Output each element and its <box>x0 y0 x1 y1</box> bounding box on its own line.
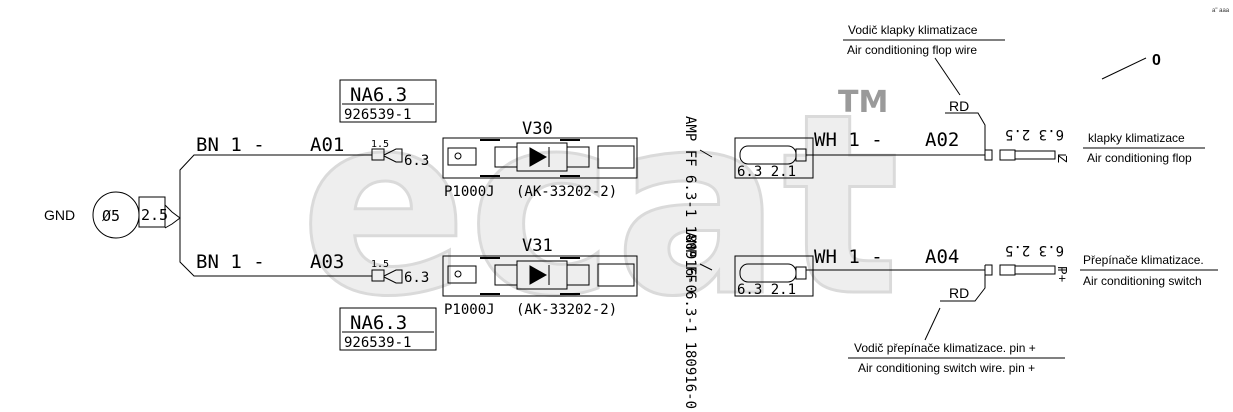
housing-box-bottom <box>339 307 437 351</box>
callout-bottom-en: Air conditioning switch wire. pin + <box>858 361 1035 375</box>
connector-right-top <box>734 137 814 179</box>
amp-label-bottom: AMP FF 6.3-1 180916-0 <box>682 232 698 409</box>
ground-size: 2.5 <box>141 206 168 224</box>
gauge-bottom: 1.5 <box>371 259 389 270</box>
ground-crimp <box>138 196 166 228</box>
right-terminal-bottom: 6.3 2.1 <box>737 282 796 298</box>
housing-label-top: NA6.3 <box>350 84 407 106</box>
connector-right-bottom <box>734 255 814 297</box>
wire-color-bottom: RD <box>949 285 969 301</box>
desc-en-bottom: Air conditioning switch <box>1083 274 1202 288</box>
desc-cz-bottom: Přepínače klimatizace. <box>1083 253 1204 267</box>
part-label-top: P1000J <box>444 184 495 200</box>
corner-mark: a" aaa <box>1212 8 1230 14</box>
terminal-size-top: 6.3 <box>404 153 429 169</box>
page-number-leader <box>1101 57 1147 80</box>
out-pin-letter-bottom: P+ <box>1055 266 1070 282</box>
callout-top-en: Air conditioning flop wire <box>847 43 977 57</box>
leader-top <box>934 57 961 96</box>
watermark-tm: TM <box>838 85 888 120</box>
housing-pn-top: 926539-1 <box>344 107 411 123</box>
housing-box-top <box>339 79 437 123</box>
housing-label-bottom: NA6.3 <box>350 312 407 334</box>
wire-lower <box>179 218 340 277</box>
wire-color-top: RD <box>949 98 969 114</box>
pin-label-a01: A01 <box>310 134 344 156</box>
callout-top-cz: Vodič klapky klimatizace <box>848 23 978 37</box>
out-pin-letter-top: Z <box>1055 155 1070 163</box>
out-wire-bottom: WH 1 - <box>814 246 883 268</box>
amp-label-top: AMP FF 6.3-1 180916-0 <box>682 116 698 293</box>
leader-bottom <box>924 307 941 341</box>
diode-label-v30: V30 <box>522 119 553 139</box>
diode-label-v31: V31 <box>522 236 553 256</box>
watermark-text: ecat <box>300 60 900 351</box>
pin-label-a03: A03 <box>310 251 344 273</box>
right-terminal-top: 6.3 2.1 <box>737 164 796 180</box>
ground-label: GND <box>44 207 75 223</box>
wire-label-top: BN 1 - <box>196 134 265 156</box>
desc-en-top: Air conditioning flop <box>1087 151 1192 165</box>
callout-bottom-cz: Vodič přepínače klimatizace. pin + <box>854 341 1036 355</box>
page-number: 0 <box>1152 52 1161 69</box>
part-ref-top: (AK-33202-2) <box>516 184 617 200</box>
out-terminal-bottom: 6.3 2.5 <box>1005 242 1064 258</box>
connector-v31 <box>442 255 638 297</box>
part-label-bottom: P1000J <box>444 302 495 318</box>
housing-pn-bottom: 926539-1 <box>344 335 411 351</box>
out-pin-a04: A04 <box>925 246 959 268</box>
out-terminal-top: 6.3 2.5 <box>1005 126 1064 142</box>
wire-upper <box>179 154 340 218</box>
connector-v30 <box>442 137 638 179</box>
out-pin-a02: A02 <box>925 129 959 151</box>
part-ref-bottom: (AK-33202-2) <box>516 302 617 318</box>
out-wire-top: WH 1 - <box>814 129 883 151</box>
watermark: ecat <box>299 59 902 353</box>
wire-label-bottom: BN 1 - <box>196 251 265 273</box>
ground-diameter: Ø5 <box>102 207 120 225</box>
terminal-size-bottom: 6.3 <box>404 270 429 286</box>
desc-cz-top: klapky klimatizace <box>1088 131 1185 145</box>
gauge-top: 1.5 <box>371 139 389 150</box>
